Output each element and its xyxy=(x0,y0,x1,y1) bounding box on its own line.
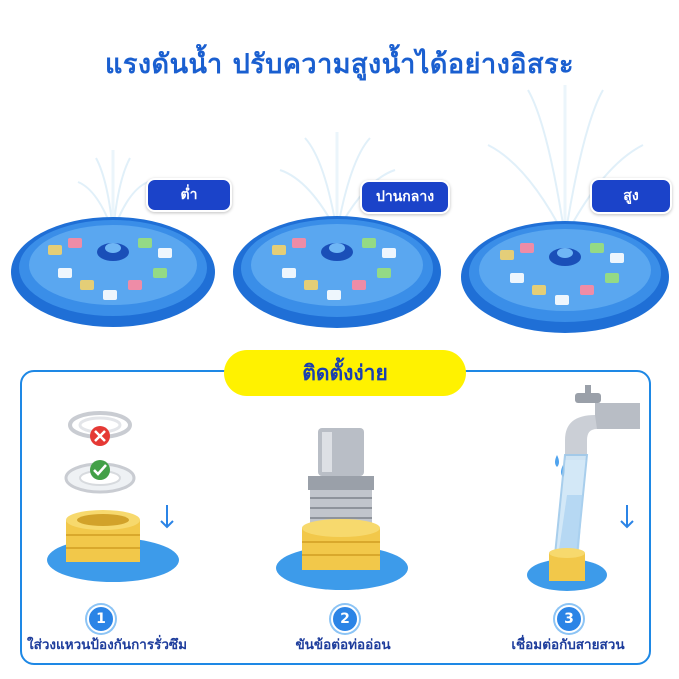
step-2-illustration xyxy=(270,420,410,599)
step-1-illustration xyxy=(38,400,188,594)
yellow-connector-icon xyxy=(66,510,140,562)
step-3-illustration xyxy=(505,385,645,599)
step-3-number: 3 xyxy=(555,605,583,633)
step-2-number: 2 xyxy=(331,605,359,633)
step-3-label: เชื่อมต่อกับสายสวน xyxy=(511,637,625,653)
metal-fitting-icon xyxy=(308,428,374,530)
splash-pad-high xyxy=(458,85,673,335)
level-badge-high: สูง xyxy=(590,178,672,214)
yellow-connector-icon xyxy=(549,548,585,581)
level-badge-low: ต่ำ xyxy=(146,178,232,212)
step-2-label: ขันข้อต่อท่ออ่อน xyxy=(295,637,391,653)
splash-pad-medium xyxy=(230,130,445,330)
level-badge-medium: ปานกลาง xyxy=(360,180,450,214)
splash-pad-low xyxy=(8,140,218,330)
cross-icon xyxy=(90,426,110,446)
down-arrow-icon xyxy=(620,505,634,533)
install-section-title: ติดตั้งง่าย xyxy=(224,350,466,396)
down-arrow-icon xyxy=(160,505,174,533)
yellow-connector-icon xyxy=(302,519,380,570)
faucet-icon xyxy=(565,385,640,460)
garden-hose-icon xyxy=(553,454,589,556)
step-1-number: 1 xyxy=(87,605,115,633)
step-1-label: ใส่วงแหวนป้องกันการรั่วซึม xyxy=(27,637,187,653)
check-icon xyxy=(90,460,110,480)
water-spray-high xyxy=(487,85,644,238)
page-title: แรงดันน้ำ ปรับความสูงน้ำได้อย่างอิสระ xyxy=(104,49,575,80)
